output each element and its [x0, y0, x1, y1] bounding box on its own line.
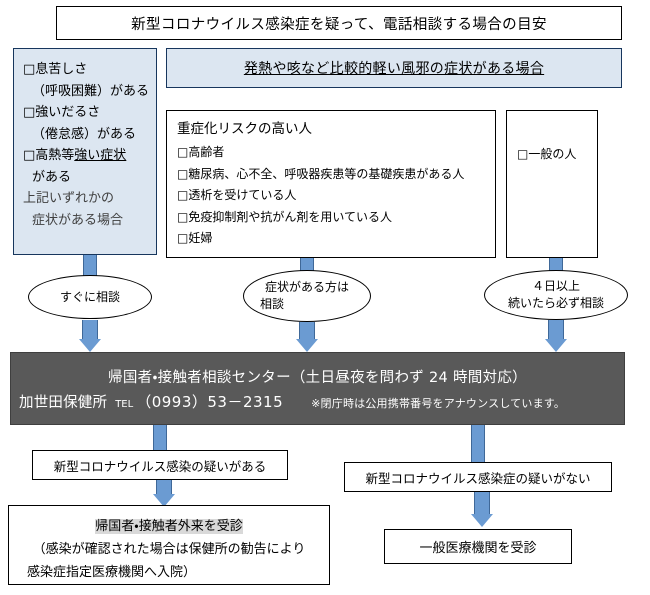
- tel-number: （0993）53－2315: [136, 393, 284, 411]
- arrow-suspect-no-to-result: [471, 492, 493, 527]
- high-risk-item: □高齢者: [177, 145, 225, 159]
- high-risk-panel: 重症化リスクの高い人 □高齢者 □糖尿病、心不全、呼吸器疾患等の基礎疾患がある人…: [166, 110, 496, 258]
- arrow-shaft: [82, 320, 98, 339]
- decision-label: ４日以上: [531, 279, 580, 293]
- severe-symptom-item: □息苦しさ: [23, 62, 88, 77]
- result-detail: 感染症指定医療機関へ入院）: [27, 565, 197, 580]
- arrow-severe-to-ellipse: [83, 255, 97, 277]
- severe-symptom-item: □高熱等強い症状: [23, 145, 150, 167]
- arrow-head: [79, 339, 101, 352]
- health-center-name: 加世田保健所: [19, 395, 108, 411]
- arrow-head: [296, 339, 318, 352]
- arrow-center-to-suspect-no: [471, 425, 485, 462]
- arrow-shaft: [474, 492, 490, 514]
- decision-immediate-consult: すぐに相談: [28, 275, 152, 319]
- high-risk-item: □糖尿病、心不全、呼吸器疾患等の基礎疾患がある人: [177, 166, 465, 181]
- arrow-head: [545, 339, 567, 352]
- result-returnee-contact-outpatient: 帰国者・接触者外来を受診 （感染が確認された場合は保健所の勧告により 感染症指定…: [8, 505, 330, 585]
- severe-symptom-prefix: □高熱等: [23, 148, 75, 163]
- result-general-clinic: 一般医療機関を受診: [384, 529, 572, 564]
- result-heading-text: 帰国者・接触者外来を受診: [95, 519, 243, 534]
- arrow-ellipse2-to-center: [296, 322, 318, 352]
- severe-symptom-item: □強いだるさ: [23, 105, 101, 120]
- decision-four-days-consult: ４日以上 続いたら必ず相談: [484, 270, 628, 320]
- arrow-center-to-suspect-yes: [153, 425, 167, 450]
- arrow-shaft: [548, 320, 564, 339]
- branch-suspect-yes: 新型コロナウイルス感染の疑いがある: [32, 450, 288, 480]
- arrow-ellipse3-to-center: [545, 320, 567, 352]
- consultation-center-contact: 加世田保健所 TEL （0993）53－2315 ※閉庁時は公用携帯番号をアナウ…: [11, 390, 624, 417]
- mild-symptoms-header: 発熱や咳など比較的軽い風邪の症状がある場合: [166, 48, 622, 88]
- arrow-head: [471, 514, 493, 527]
- arrow-ellipse1-to-center: [79, 320, 101, 352]
- consultation-center-title: 帰国者・接触者相談センター（土日昼夜を問わず 24 時間対応）: [108, 370, 527, 386]
- high-risk-item: □免疫抑制剤や抗がん剤を用いている人: [177, 209, 392, 224]
- general-people-item: □一般の人: [517, 147, 577, 161]
- branch-suspect-no-label: 新型コロナウイルス感染症の疑いがない: [365, 470, 591, 486]
- decision-label: すぐに相談: [59, 289, 120, 304]
- general-people-panel: □一般の人: [506, 110, 598, 258]
- branch-suspect-yes-label: 新型コロナウイルス感染の疑いがある: [53, 458, 267, 474]
- arrow-general-to-ellipse: [549, 258, 563, 272]
- result-general-clinic-label: 一般医療機関を受診: [419, 541, 537, 556]
- decision-label: 症状がある方は: [264, 280, 349, 294]
- arrow-risk-to-ellipse: [300, 258, 314, 272]
- severe-symptom-item: （呼吸困難）がある: [32, 83, 150, 99]
- page-title-box: 新型コロナウイルス感染症を疑って、電話相談する場合の目安: [56, 6, 622, 40]
- arrow-shaft: [299, 322, 315, 339]
- high-risk-item: □透析を受けている人: [177, 188, 297, 202]
- severe-symptom-note: 症状がある場合: [32, 212, 124, 228]
- mild-symptoms-header-label: 発熱や咳など比較的軽い風邪の症状がある場合: [243, 61, 545, 77]
- high-risk-item: □妊婦: [177, 231, 213, 245]
- result-detail: （感染が確認された場合は保健所の勧告により: [32, 542, 306, 557]
- severe-symptoms-panel: □息苦しさ （呼吸困難）がある □強いだるさ （倦怠感）がある □高熱等強い症状…: [13, 48, 157, 255]
- arrow-suspect-yes-to-result: [153, 480, 175, 507]
- severe-symptom-item: （倦怠感）がある: [32, 126, 137, 142]
- page-title: 新型コロナウイルス感染症を疑って、電話相談する場合の目安: [131, 16, 547, 33]
- decision-label: 相談: [260, 297, 285, 311]
- decision-label: 続いたら必ず相談: [507, 296, 604, 310]
- decision-symptomatic-consult: 症状がある方は 相談: [243, 270, 371, 322]
- branch-suspect-no: 新型コロナウイルス感染症の疑いがない: [344, 462, 612, 492]
- severe-symptom-item: がある: [32, 169, 72, 185]
- arrow-shaft: [156, 480, 172, 494]
- severe-symptom-note: 上記いずれかの: [23, 191, 115, 206]
- consultation-center-banner: 帰国者・接触者相談センター（土日昼夜を問わず 24 時間対応） 加世田保健所 T…: [10, 352, 625, 425]
- result-heading: 帰国者・接触者外来を受診: [9, 515, 329, 538]
- high-risk-title: 重症化リスクの高い人: [177, 121, 312, 137]
- tel-label: TEL: [115, 399, 134, 410]
- after-hours-note: ※閉庁時は公用携帯番号をアナウンスしています。: [311, 397, 566, 410]
- arrow-head: [153, 494, 175, 507]
- severe-symptom-emphasis: 強い症状: [74, 148, 127, 163]
